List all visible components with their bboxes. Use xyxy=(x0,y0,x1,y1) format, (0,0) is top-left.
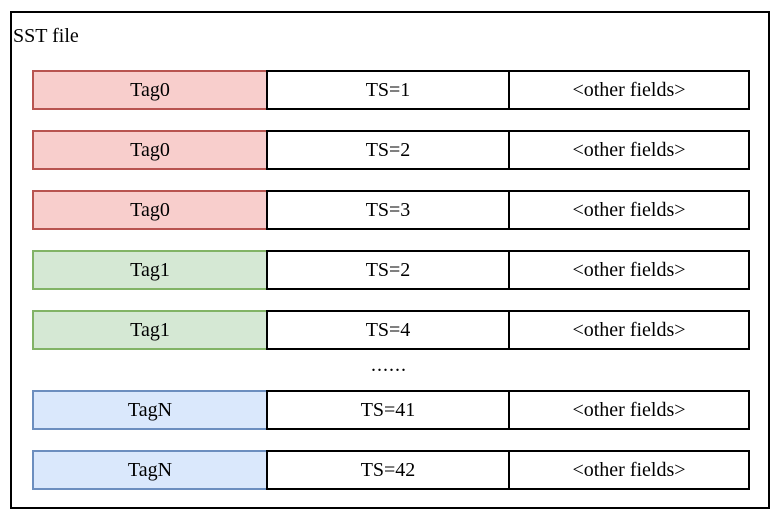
tag-cell: Tag0 xyxy=(32,70,268,110)
record-row: TagN TS=41 <other fields> xyxy=(32,390,750,430)
timestamp-cell: TS=2 xyxy=(266,250,510,290)
tag-cell: Tag1 xyxy=(32,250,268,290)
record-row: Tag1 TS=4 <other fields> xyxy=(32,310,750,350)
timestamp-cell: TS=41 xyxy=(266,390,510,430)
other-fields-cell: <other fields> xyxy=(508,250,750,290)
other-fields-cell: <other fields> xyxy=(508,70,750,110)
timestamp-cell: TS=42 xyxy=(266,450,510,490)
diagram-title: SST file xyxy=(13,25,79,47)
other-fields-cell: <other fields> xyxy=(508,450,750,490)
other-fields-cell: <other fields> xyxy=(508,130,750,170)
timestamp-cell: TS=3 xyxy=(266,190,510,230)
record-row: TagN TS=42 <other fields> xyxy=(32,450,750,490)
tag-cell: TagN xyxy=(32,390,268,430)
record-row: Tag1 TS=2 <other fields> xyxy=(32,250,750,290)
timestamp-cell: TS=2 xyxy=(266,130,510,170)
timestamp-cell: TS=1 xyxy=(266,70,510,110)
record-row: Tag0 TS=1 <other fields> xyxy=(32,70,750,110)
rows-ellipsis: ...... xyxy=(371,354,407,376)
timestamp-cell: TS=4 xyxy=(266,310,510,350)
record-row: Tag0 TS=3 <other fields> xyxy=(32,190,750,230)
other-fields-cell: <other fields> xyxy=(508,310,750,350)
other-fields-cell: <other fields> xyxy=(508,390,750,430)
record-row: Tag0 TS=2 <other fields> xyxy=(32,130,750,170)
tag-cell: Tag1 xyxy=(32,310,268,350)
sst-file-frame: SST file Tag0 TS=1 <other fields> Tag0 T… xyxy=(10,11,770,509)
other-fields-cell: <other fields> xyxy=(508,190,750,230)
tag-cell: Tag0 xyxy=(32,190,268,230)
tag-cell: TagN xyxy=(32,450,268,490)
tag-cell: Tag0 xyxy=(32,130,268,170)
